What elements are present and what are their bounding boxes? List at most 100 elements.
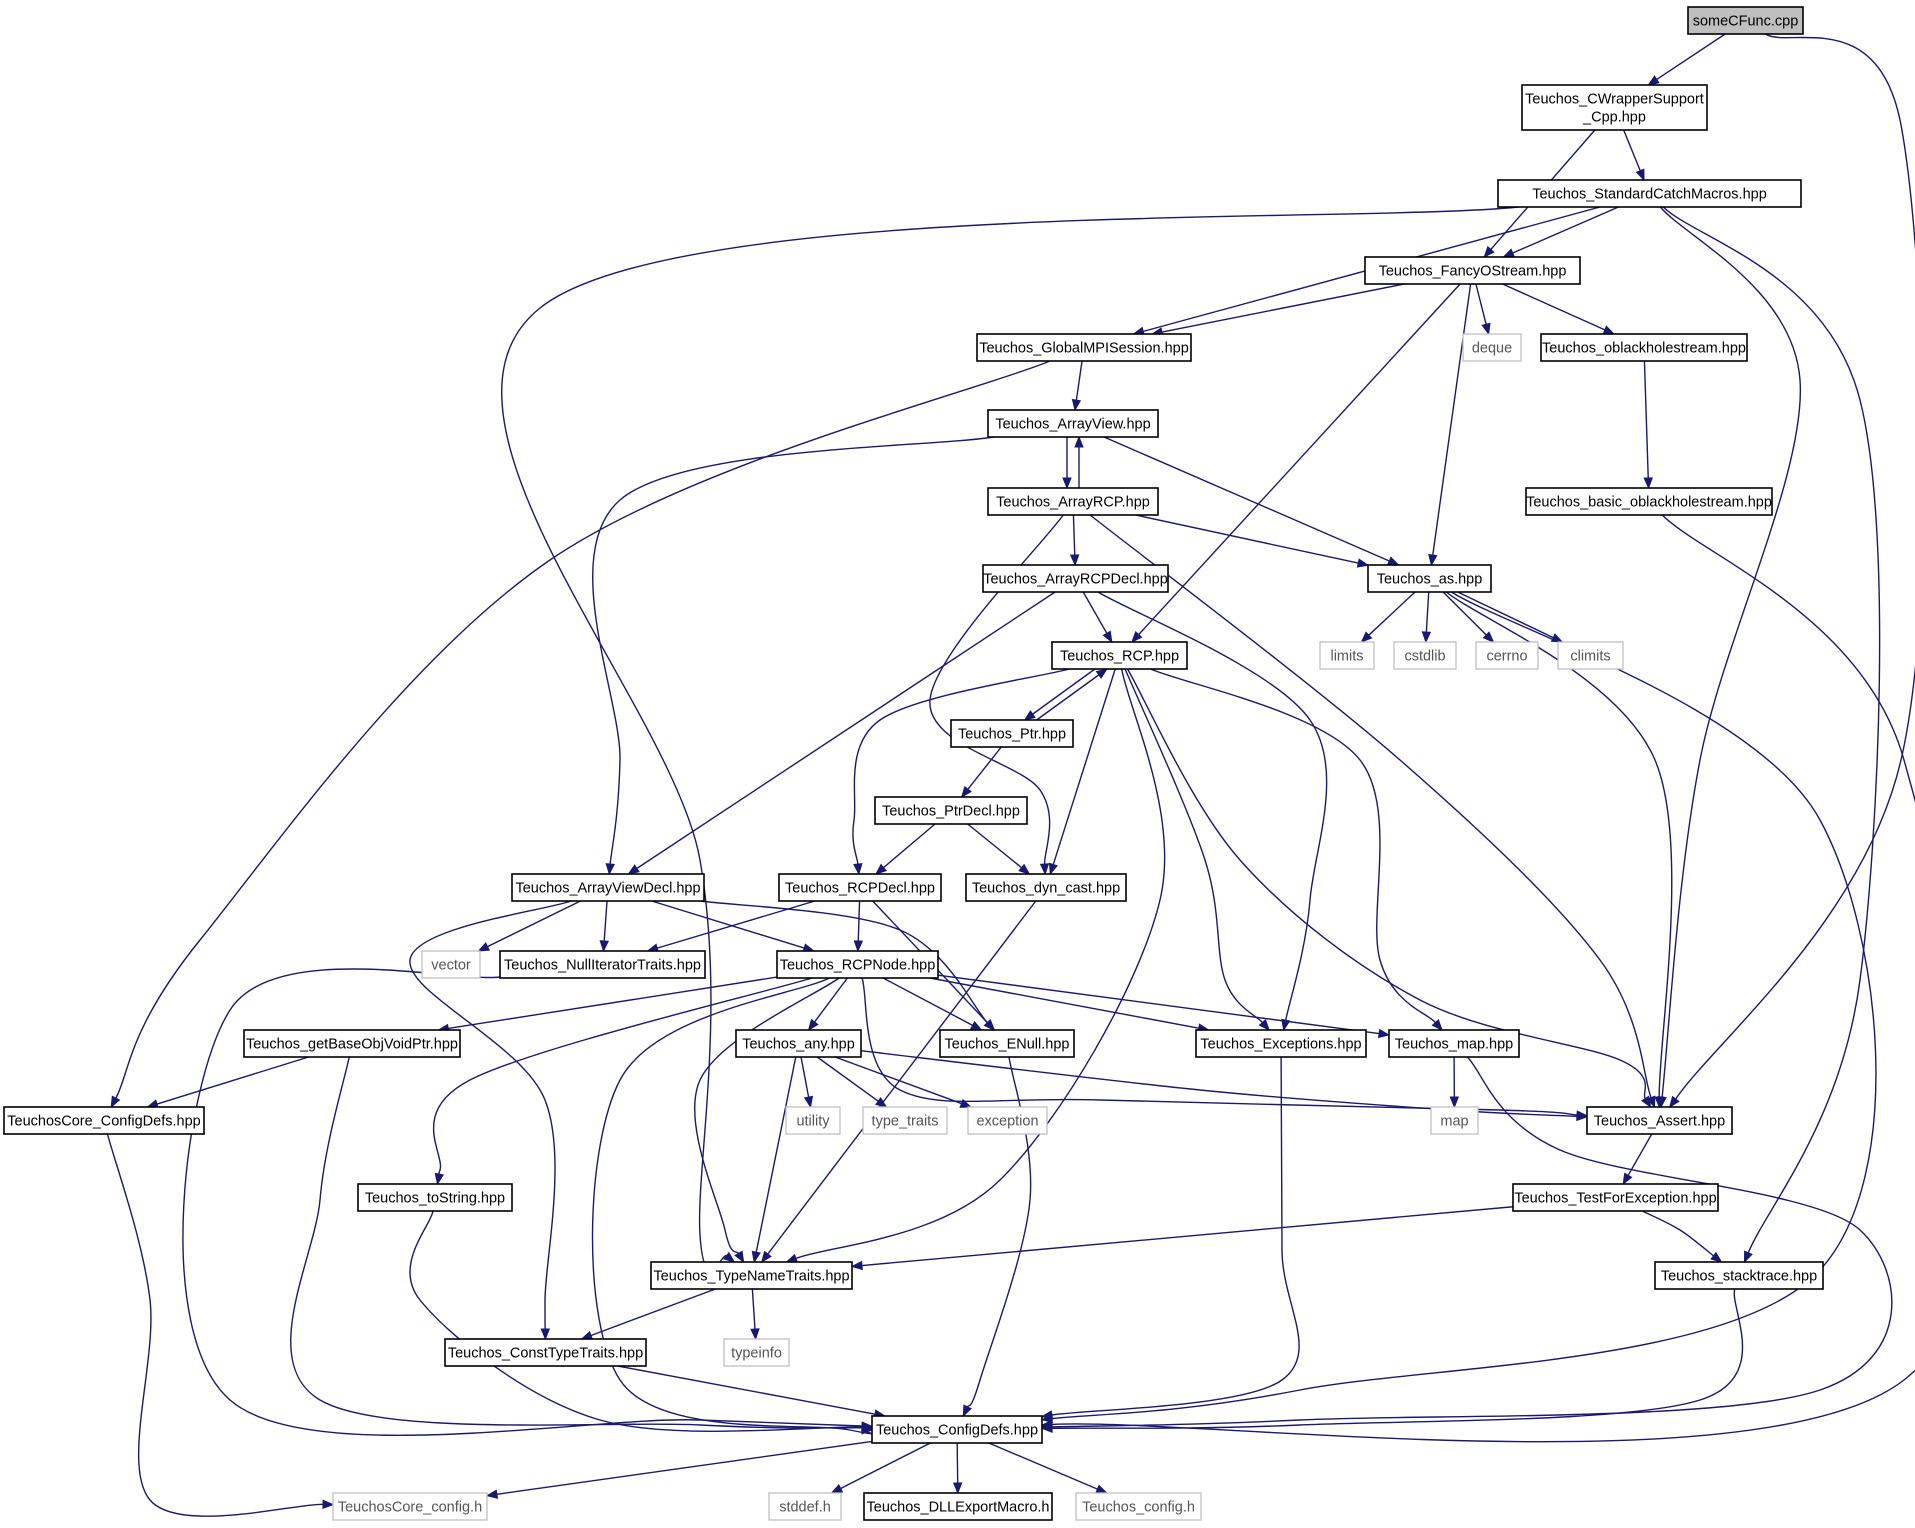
node-as[interactable]: Teuchos_as.hpp — [1367, 564, 1492, 593]
node-box — [982, 564, 1169, 593]
node-box — [1687, 6, 1804, 35]
edge-line — [988, 1442, 1098, 1490]
edge-ArrayView-to-ArrayRCP — [1062, 437, 1072, 490]
node-someCFunc[interactable]: someCFunc.cpp — [1687, 6, 1804, 35]
node-box — [499, 950, 706, 979]
node-Ptr[interactable]: Teuchos_Ptr.hpp — [950, 719, 1074, 748]
node-label: Teuchos_ENull.hpp — [945, 1037, 1070, 1053]
node-box — [332, 1492, 488, 1521]
edge-line — [1457, 591, 1554, 639]
node-label: Teuchos_Assert.hpp — [1594, 1114, 1725, 1130]
node-ArrayRCPDecl[interactable]: Teuchos_ArrayRCPDecl.hpp — [982, 564, 1169, 593]
node-box — [1430, 1106, 1479, 1135]
edge-arrowhead — [1258, 1019, 1270, 1032]
node-CoreConfigDefs[interactable]: TeuchosCore_ConfigDefs.hpp — [3, 1106, 205, 1135]
node-box — [1512, 1183, 1719, 1212]
node-label: someCFunc.cpp — [1693, 14, 1799, 30]
node-box — [950, 719, 1074, 748]
node-cerrno[interactable]: cerrno — [1475, 641, 1539, 670]
node-CWrapper[interactable]: Teuchos_CWrapperSupport_Cpp.hpp — [1521, 84, 1708, 131]
node-RCP[interactable]: Teuchos_RCP.hpp — [1051, 641, 1188, 670]
node-PtrDecl[interactable]: Teuchos_PtrDecl.hpp — [874, 796, 1028, 825]
node-box — [785, 1106, 841, 1135]
node-dyncast[interactable]: Teuchos_dyn_cast.hpp — [965, 873, 1127, 902]
node-ConfigDefs[interactable]: Teuchos_ConfigDefs.hpp — [871, 1415, 1043, 1444]
node-stacktrace[interactable]: Teuchos_stacktrace.hpp — [1654, 1261, 1824, 1290]
node-RCPDecl[interactable]: Teuchos_RCPDecl.hpp — [778, 873, 942, 902]
edge-arrowhead — [1576, 1111, 1589, 1122]
edge-line — [617, 1365, 876, 1415]
node-label: Teuchos_Ptr.hpp — [958, 727, 1066, 743]
node-limits[interactable]: limits — [1319, 641, 1375, 670]
edge-TypeName-to-typeinfo — [750, 1288, 760, 1341]
node-label: Teuchos_oblackholestream.hpp — [1542, 341, 1746, 357]
nodes-layer: someCFunc.cppTeuchos_CWrapperSupport_Cpp… — [3, 6, 1824, 1521]
edge-FancyO-to-as — [1428, 283, 1472, 567]
node-label: TeuchosCore_config.h — [338, 1500, 482, 1516]
node-box — [768, 1492, 842, 1521]
node-ConstType[interactable]: Teuchos_ConstTypeTraits.hpp — [444, 1338, 647, 1367]
node-exception[interactable]: exception — [967, 1106, 1048, 1135]
edge-line — [1641, 1210, 1715, 1257]
node-map[interactable]: map — [1430, 1106, 1479, 1135]
edge-line — [1442, 591, 1487, 636]
edge-line — [657, 900, 816, 949]
node-label: Teuchos_FancyOStream.hpp — [1379, 264, 1567, 280]
node-box — [871, 1415, 1043, 1444]
node-map_hpp[interactable]: Teuchos_map.hpp — [1388, 1029, 1520, 1058]
node-deque[interactable]: deque — [1462, 333, 1522, 362]
node-box — [357, 1183, 513, 1212]
node-vector[interactable]: vector — [421, 950, 481, 979]
edge-line — [590, 1288, 716, 1337]
edge-line — [967, 823, 1023, 869]
node-any[interactable]: Teuchos_any.hpp — [735, 1029, 862, 1058]
node-ArrayViewDecl[interactable]: Teuchos_ArrayViewDecl.hpp — [511, 873, 705, 902]
edge-line — [1659, 206, 1802, 1098]
node-stddef[interactable]: stddef.h — [768, 1492, 842, 1521]
node-toString[interactable]: Teuchos_toString.hpp — [357, 1183, 513, 1212]
node-ArrayView[interactable]: Teuchos_ArrayView.hpp — [987, 409, 1159, 438]
node-label: Teuchos_ArrayRCPDecl.hpp — [983, 572, 1168, 588]
edge-line — [496, 1440, 873, 1495]
node-TestForExc[interactable]: Teuchos_TestForException.hpp — [1512, 1183, 1719, 1212]
node-NullIter[interactable]: Teuchos_NullIteratorTraits.hpp — [499, 950, 706, 979]
node-StdCatch[interactable]: Teuchos_StandardCatchMacros.hpp — [1497, 179, 1802, 208]
node-RCPNode[interactable]: Teuchos_RCPNode.hpp — [776, 950, 939, 979]
node-FancyO[interactable]: Teuchos_FancyOStream.hpp — [1364, 256, 1581, 285]
edge-line — [767, 900, 1037, 1255]
node-CoreConfigH[interactable]: TeuchosCore_config.h — [332, 1492, 488, 1521]
edges-layer — [106, 33, 1915, 1517]
edge-ArrayRCP-to-ArrayRCPDecl — [1069, 514, 1080, 567]
edge-arrowhead — [1428, 553, 1438, 567]
node-label: typeinfo — [731, 1346, 782, 1362]
node-typeinfo[interactable]: typeinfo — [723, 1338, 790, 1367]
node-Exceptions[interactable]: Teuchos_Exceptions.hpp — [1195, 1029, 1367, 1058]
node-configH[interactable]: Teuchos_config.h — [1075, 1492, 1202, 1521]
node-utility[interactable]: utility — [785, 1106, 841, 1135]
edge-line — [1643, 360, 1649, 479]
node-DLLExport[interactable]: Teuchos_DLLExportMacro.h — [863, 1492, 1053, 1521]
edge-arrowhead — [861, 1422, 874, 1432]
node-getBase[interactable]: Teuchos_getBaseObjVoidPtr.hpp — [243, 1029, 461, 1058]
node-basicoblack[interactable]: Teuchos_basic_oblackholestream.hpp — [1525, 487, 1773, 516]
edge-RCPNode-to-ENull — [882, 977, 983, 1031]
node-cstdlib[interactable]: cstdlib — [1393, 641, 1457, 670]
edge-arrowhead — [322, 1499, 335, 1510]
edge-toString-to-ConfigDefs — [409, 1210, 874, 1432]
node-GlobalMPI[interactable]: Teuchos_GlobalMPISession.hpp — [976, 333, 1192, 362]
edge-arrowhead — [1356, 558, 1370, 568]
edge-arrowhead — [1069, 554, 1080, 567]
edge-arrowhead — [1481, 322, 1491, 336]
node-climits[interactable]: climits — [1557, 641, 1624, 670]
node-type_traits[interactable]: type_traits — [862, 1106, 948, 1135]
edge-line — [1072, 514, 1076, 556]
edge-line — [1075, 360, 1083, 401]
edge-StdCatch-to-stacktrace — [1662, 206, 1881, 1264]
node-ENull[interactable]: Teuchos_ENull.hpp — [939, 1029, 1075, 1058]
node-ArrayRCP[interactable]: Teuchos_ArrayRCP.hpp — [987, 487, 1159, 516]
node-Assert[interactable]: Teuchos_Assert.hpp — [1586, 1106, 1733, 1135]
edge-arrowhead — [830, 1484, 844, 1494]
node-TypeName[interactable]: Teuchos_TypeNameTraits.hpp — [650, 1261, 853, 1290]
node-oblack[interactable]: Teuchos_oblackholestream.hpp — [1540, 333, 1748, 362]
edge-line — [755, 1056, 797, 1253]
